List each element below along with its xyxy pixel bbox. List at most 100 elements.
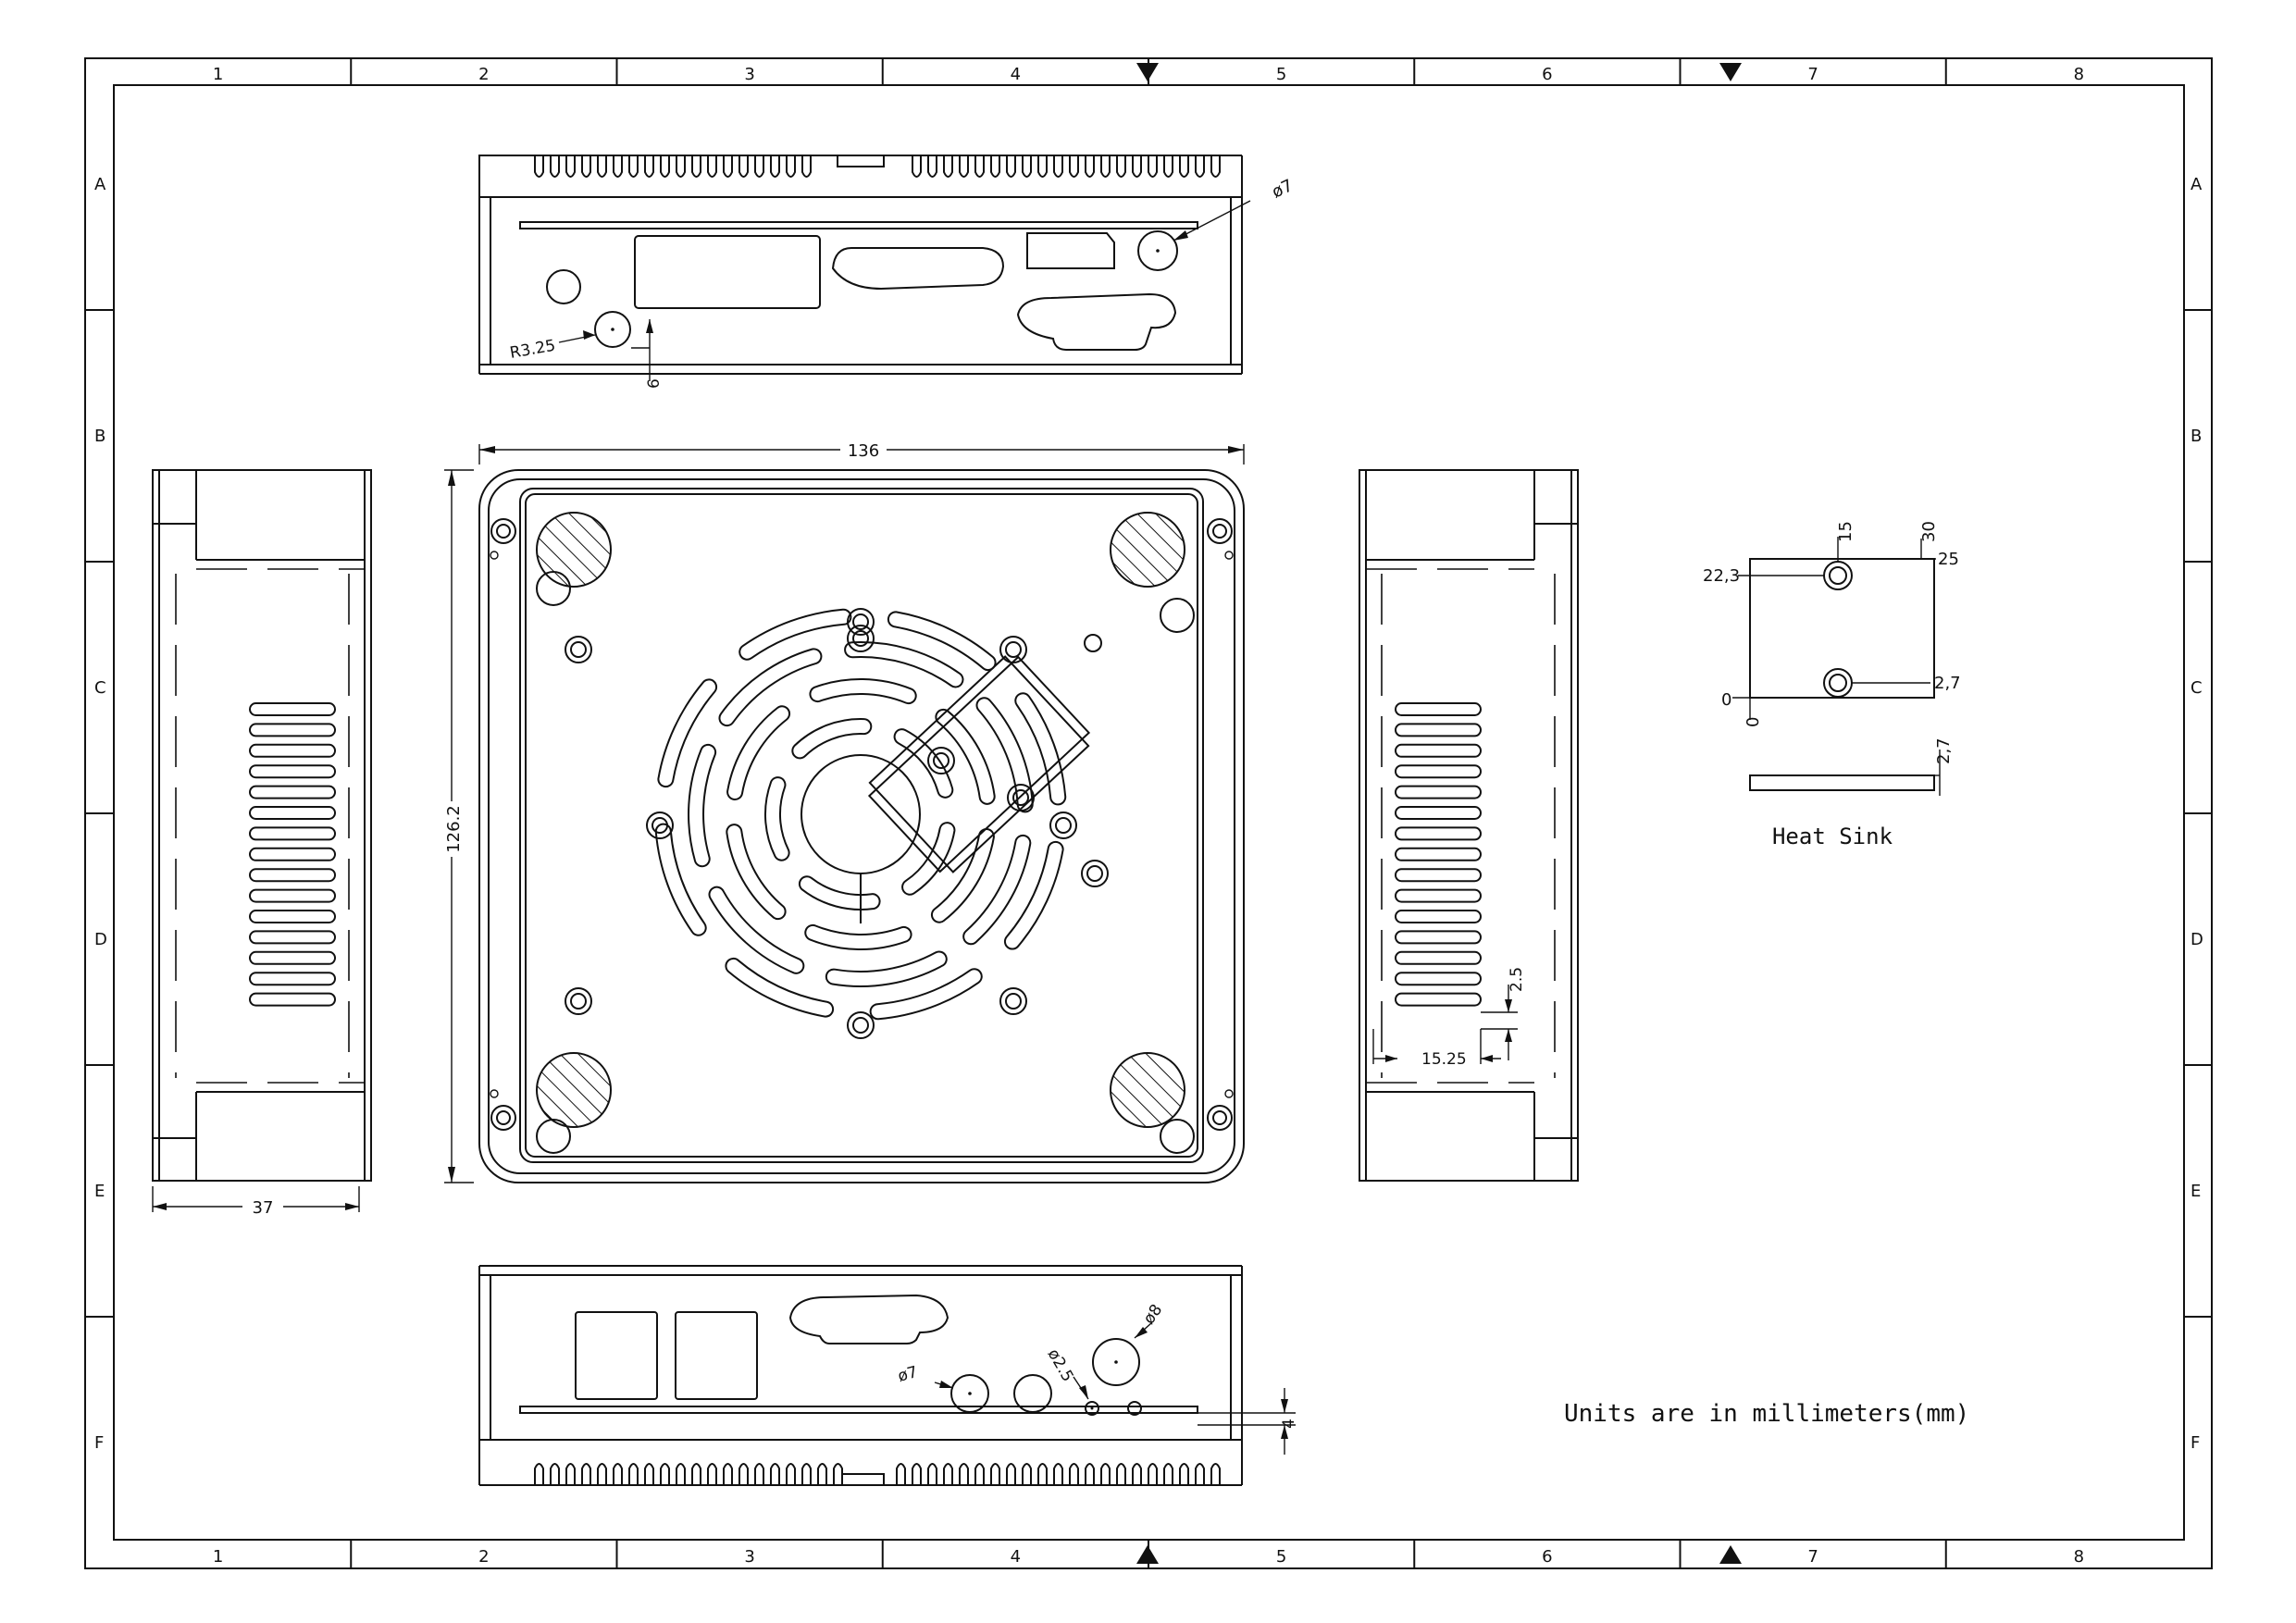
centering-marks [1136,63,1742,1564]
grille-slot [930,827,995,923]
mounting-hole [999,987,1027,1015]
dim-slot-spacing: 2.5 [1508,967,1526,992]
hdmi-port [1026,232,1115,269]
column-label-bottom: 4 [1011,1547,1021,1567]
grille-slot [901,822,956,896]
grille-slot [725,957,835,1018]
column-label-top: 1 [213,65,223,84]
vent-slot [1395,910,1482,923]
dim-hole-bottom-right: ø8 [1140,1301,1167,1328]
vent-slot [1395,972,1482,986]
antenna-hole-top [1137,230,1178,271]
mounting-hole-inner [1005,641,1022,658]
vent-slot [1395,743,1482,758]
vent-slot [1395,723,1482,737]
grille-slot [887,611,997,672]
vent-slot [249,888,336,903]
grille-slot [718,648,823,727]
corner-screw-hole-inner [1212,1110,1227,1125]
vent-slot [249,702,336,716]
antenna-hole-left [950,1374,989,1413]
vent-slots-right [1395,702,1482,1007]
hs-dim-15: 15 [1836,521,1855,542]
vent-slots-left [249,702,336,1007]
vent-slot [1395,992,1482,1007]
vent-slot [1395,888,1482,903]
dim-slot-offset: 15.25 [1421,1050,1467,1069]
corner-foot [1110,1052,1185,1128]
grille-slot [869,968,983,1021]
hs-dim-2-7: 2,7 [1934,674,1961,693]
units-note: Units are in millimeters(mm) [1564,1400,1969,1428]
usb-port-right [675,1311,758,1400]
mounting-hole-inner [933,752,949,769]
column-label-top: 3 [744,65,754,84]
corner-foot [536,1052,612,1128]
dim-hole-top: ø7 [1269,176,1296,203]
heat-sink-side [1749,774,1935,791]
vent-slot [1395,785,1482,799]
vent-slot [249,868,336,883]
grille-slot [726,705,791,801]
grille-slot [975,697,1034,813]
mounting-hole [646,812,674,839]
bottom-plan-view: 136 126.2 [440,439,1245,1183]
row-label-left: F [94,1433,104,1453]
vent-slot [249,743,336,758]
column-label-bottom: 8 [2074,1547,2084,1567]
corner-screw-hole-inner [496,1110,511,1125]
column-label-bottom: 1 [213,1547,223,1567]
grille-slot [804,923,912,950]
antenna-hole-mid [1013,1374,1052,1413]
mounting-hole-inner [570,993,587,1010]
vent-slot [1395,847,1482,861]
column-label-bottom: 7 [1807,1547,1818,1567]
usb-port-left [575,1311,658,1400]
notch-hole [490,1089,499,1098]
mounting-hole-inner [1012,789,1029,806]
hs-dim-22-3: 22,3 [1703,566,1740,586]
sheet-frame [84,57,2213,1569]
hs-dim-0-bottom: 0 [1744,717,1763,727]
row-label-right: A [2191,175,2203,194]
mounting-hole [847,625,875,652]
dim-width: 136 [848,441,879,461]
board-outline [867,655,1091,873]
vent-slot [249,806,336,820]
grille-slot [844,640,964,688]
row-label-left: A [94,175,106,194]
corner-screw-hole-inner [1212,524,1227,539]
notch-hole [490,551,499,560]
grille-slot [1003,840,1064,950]
vent-slot [1395,868,1482,883]
grille-slot [935,708,996,805]
vent-slot [1395,702,1482,716]
power-button-hole [1092,1338,1140,1386]
mounting-hole-inner [1086,865,1103,882]
column-label-top: 8 [2074,65,2084,84]
mounting-hole [927,747,955,774]
column-label-top: 2 [478,65,489,84]
vga-port-top [831,247,1005,291]
dim-offset-bottom: 4 [1280,1419,1298,1429]
grille-slot [825,950,948,987]
row-label-left: C [94,678,106,698]
grille-slot [708,886,805,974]
vent-slot [1395,764,1482,779]
row-label-left: D [94,930,107,949]
mounting-hole-inner [1005,993,1022,1010]
heat-sink-detail: 15 30 22,3 25 0 0 2,7 2,7 Heat Sink [1703,521,1961,849]
grille-slot [764,776,790,861]
mounting-hole-inner [852,630,869,647]
grille-slot [738,608,852,661]
column-label-top: 5 [1276,65,1286,84]
corner-screw-hole [1207,1105,1233,1131]
column-label-bottom: 6 [1542,1547,1552,1567]
corner-screw-hole [1207,518,1233,544]
mounting-hole [847,1011,875,1039]
hs-dim-30: 30 [1919,521,1939,542]
dim-radius-top: R3.25 [508,337,556,363]
vent-slot [249,992,336,1007]
fan-grille [654,608,1067,1021]
